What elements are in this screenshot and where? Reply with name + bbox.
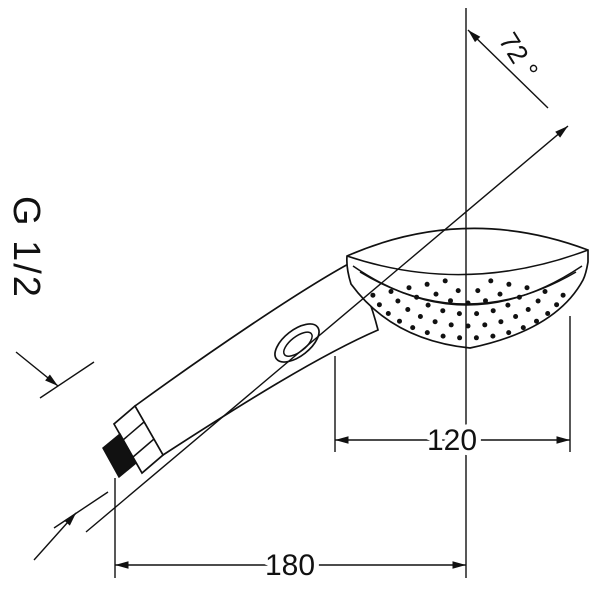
nozzle-dot <box>417 314 423 319</box>
nozzle-dot <box>465 323 471 329</box>
head-joint-arc <box>346 249 589 276</box>
shower-head-outline <box>345 227 589 349</box>
nozzle-dot <box>448 298 453 304</box>
nozzle-dot <box>516 294 522 300</box>
centerlines <box>85 8 569 578</box>
nozzle-dot <box>506 281 512 287</box>
nozzle-dot <box>440 308 446 314</box>
dimension-angle: 72 ° <box>467 23 549 109</box>
nozzle-dot <box>498 319 504 325</box>
nozzle-dot <box>554 302 560 308</box>
nozzle-dot <box>425 302 431 308</box>
handle-outline <box>133 260 379 457</box>
nozzle-dot <box>473 335 479 341</box>
nozzle-dot <box>560 292 566 298</box>
nozzle-dot <box>475 288 481 294</box>
nozzle-dot <box>432 319 438 325</box>
nozzle-dot <box>414 294 420 300</box>
nozzle-dot <box>406 285 412 291</box>
nozzle-dot <box>545 311 551 316</box>
nozzle-dot <box>520 325 526 331</box>
nozzle-dot <box>455 288 461 294</box>
nozzle-dot <box>395 298 401 304</box>
nozzle-dot <box>456 311 462 317</box>
nozzle-dot <box>442 278 448 284</box>
nozzle-dot <box>433 291 439 297</box>
nozzle-dot <box>397 318 402 324</box>
nozzle-dot <box>534 318 539 324</box>
hex-nut-flat-line <box>122 421 145 441</box>
hand-shower-figure <box>102 227 589 479</box>
angle-label: 72 ° <box>493 27 544 84</box>
nozzle-dot <box>525 307 531 312</box>
thread-arrow-lower <box>33 512 77 561</box>
nozzle-dots <box>370 278 566 341</box>
width-label: 120 <box>427 424 477 457</box>
nozzle-dot <box>524 285 530 291</box>
dimension-thread: G 1/2 <box>5 196 109 561</box>
thread-extension-line <box>39 361 95 399</box>
dimension-180: 180 <box>114 478 466 587</box>
nozzle-dot <box>506 330 512 336</box>
thread-arrow-upper <box>15 351 59 387</box>
nozzle-dot <box>542 289 548 294</box>
nozzle-dot <box>376 302 382 308</box>
nozzle-dot <box>535 298 541 304</box>
nozzle-dot <box>513 314 519 319</box>
nozzle-dot <box>405 307 411 312</box>
nozzle-dot <box>497 291 503 297</box>
nozzle-dot <box>483 298 488 304</box>
diagonal-axis-line <box>85 125 569 533</box>
nozzle-dot <box>424 330 430 336</box>
dimension-120: 120 <box>334 316 571 462</box>
length-label: 180 <box>265 549 315 582</box>
nozzle-dot <box>490 308 496 314</box>
hex-nut-flat-line <box>132 438 155 458</box>
nozzle-dot <box>370 292 376 298</box>
nozzle-dot <box>388 289 394 294</box>
nozzle-dot <box>440 333 446 339</box>
nozzle-dot <box>482 322 488 328</box>
thread-label: G 1/2 <box>5 196 47 299</box>
nozzle-dot <box>490 333 496 339</box>
nozzle-dot <box>448 322 454 328</box>
nozzle-dot <box>410 325 416 331</box>
nozzle-dot <box>505 302 511 308</box>
nozzle-dot <box>474 311 480 317</box>
nozzle-dot <box>457 335 463 341</box>
nozzle-dot <box>424 281 430 287</box>
thread-extension-line <box>53 491 109 529</box>
nozzle-dot <box>385 311 391 316</box>
angle-leader-line <box>467 29 549 109</box>
nozzle-dot <box>488 278 494 284</box>
nozzle-dot <box>465 300 471 306</box>
thread-end <box>102 432 137 479</box>
